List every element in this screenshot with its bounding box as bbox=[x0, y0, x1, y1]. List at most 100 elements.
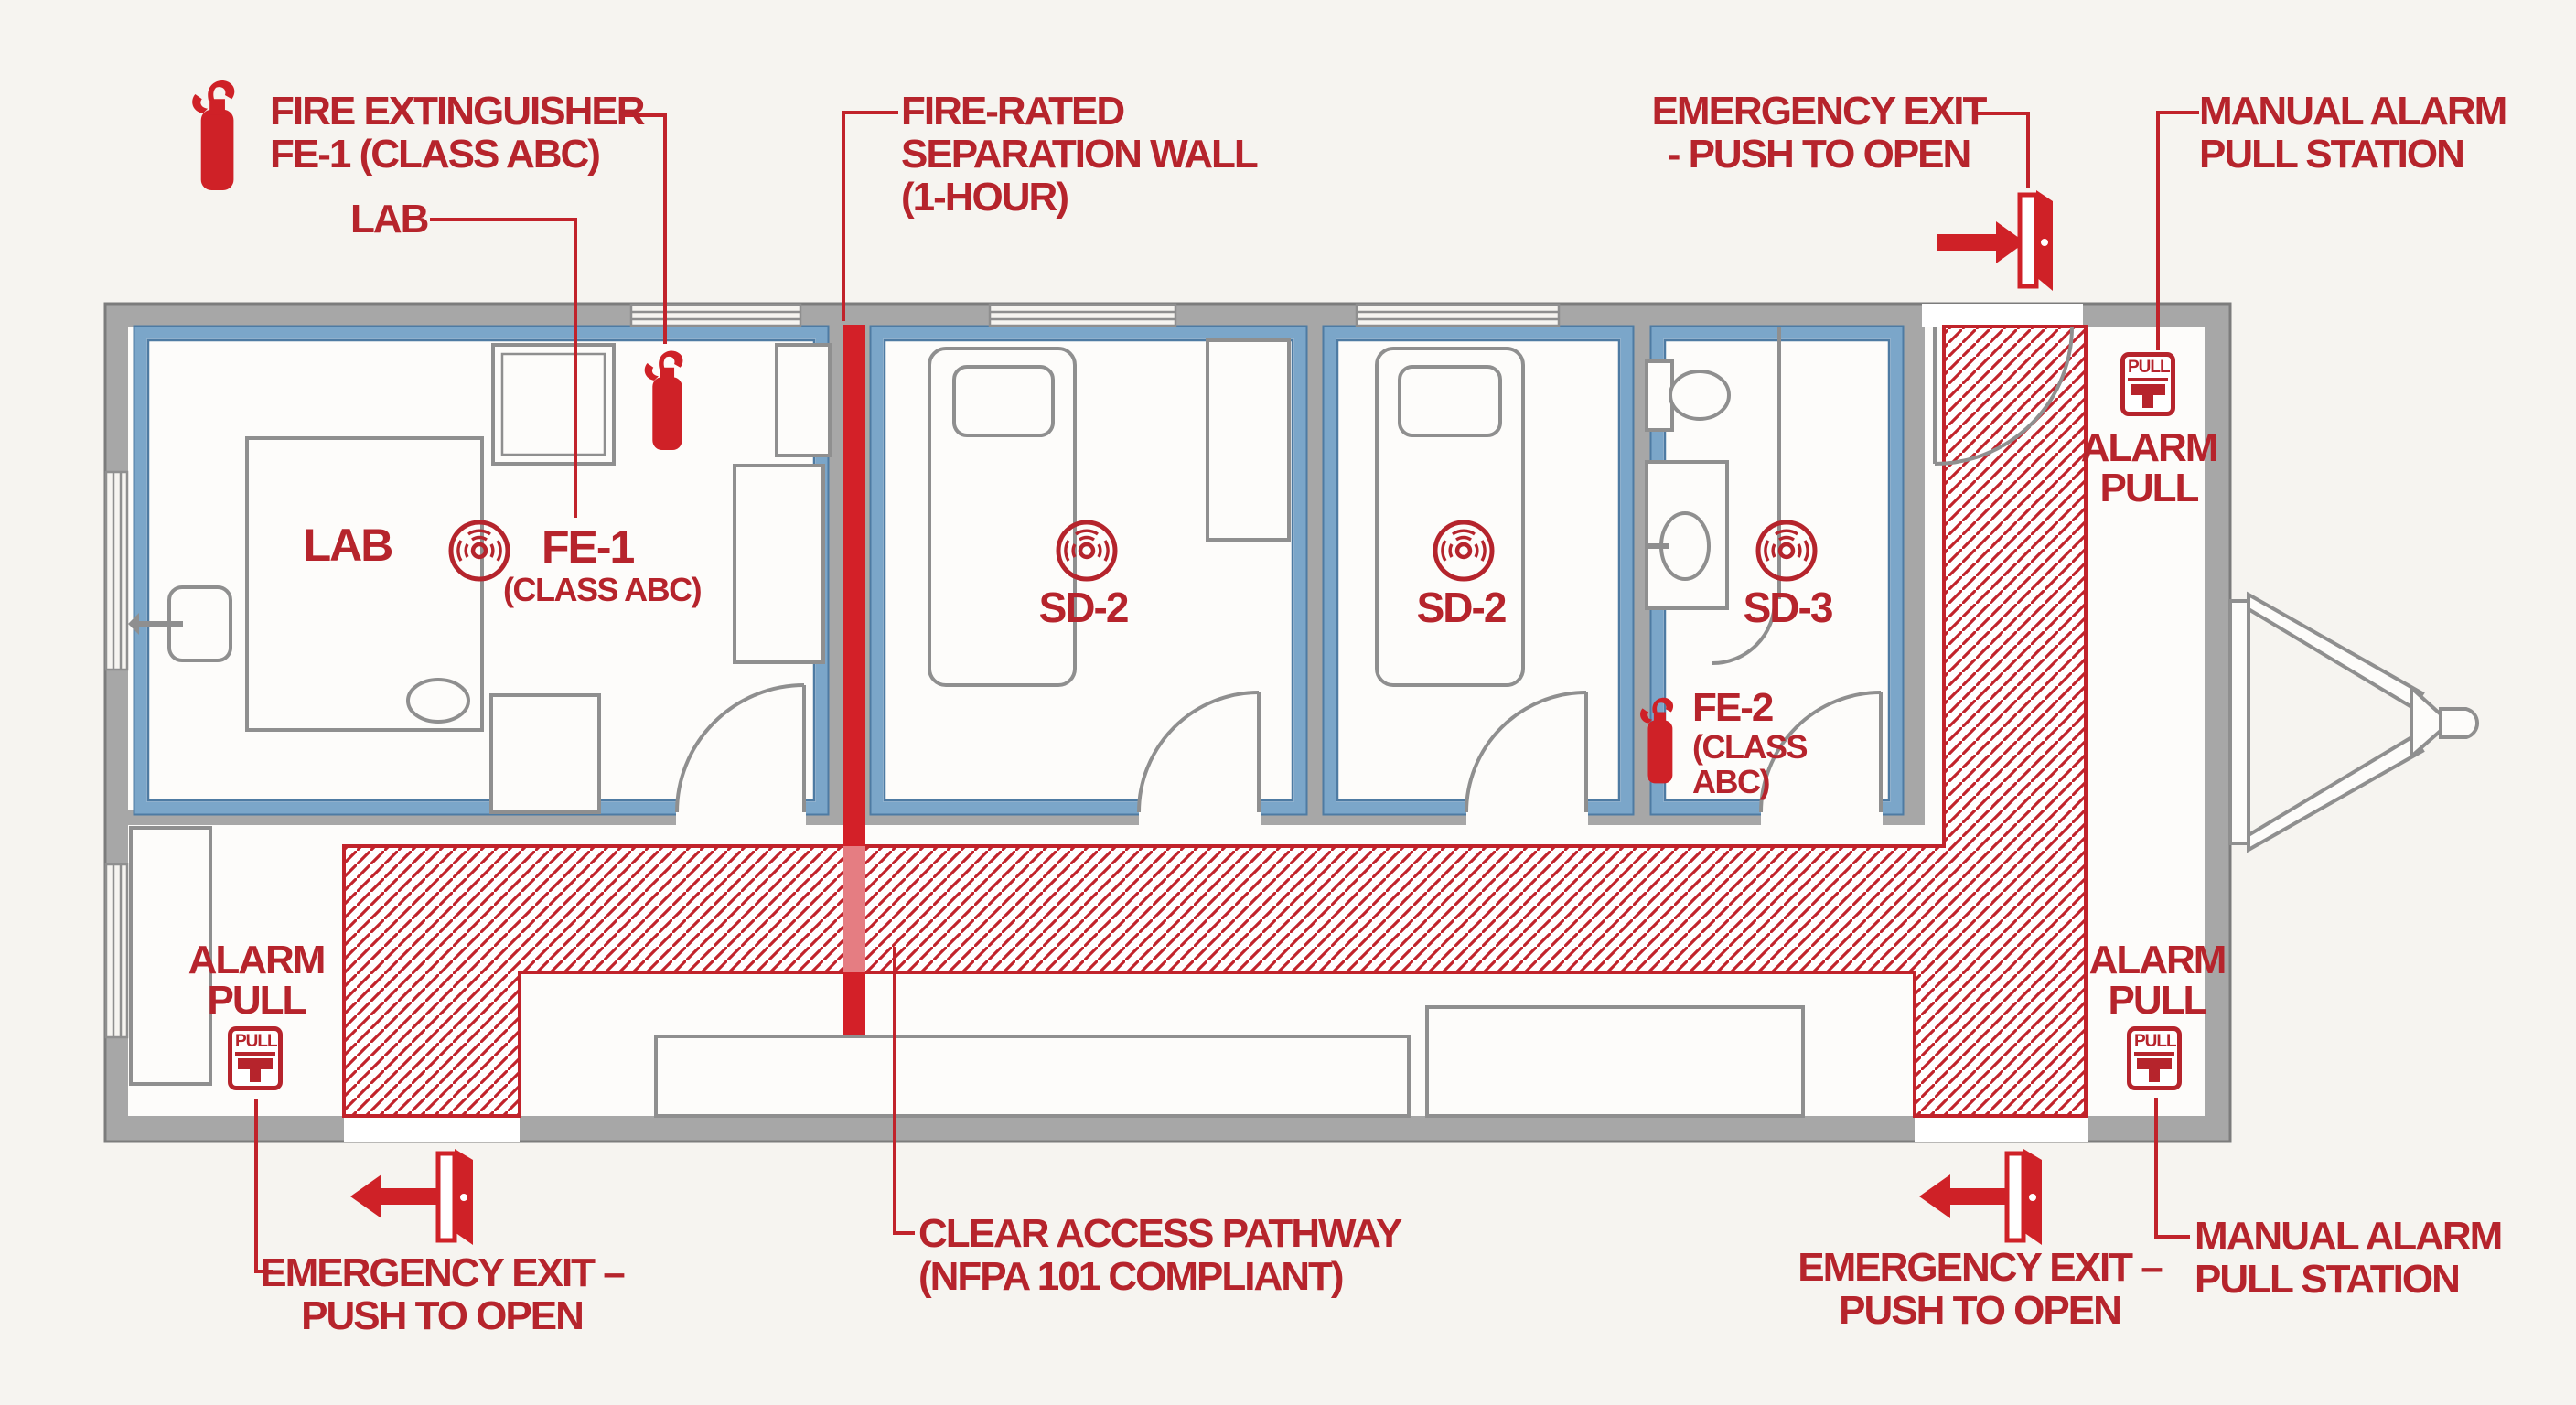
pull-station-label: PULL bbox=[2128, 358, 2171, 381]
leader-lab bbox=[430, 218, 577, 518]
alarm-pull-label-bottom-right: ALARM PULL bbox=[2088, 938, 2227, 1021]
callout-line: EMERGENCY EXIT – bbox=[1798, 1245, 2163, 1290]
leader-fire-wall bbox=[842, 111, 898, 321]
emergency-exit-top-callout: EMERGENCY EXIT - PUSH TO OPEN bbox=[1651, 89, 1988, 177]
fe1-label: FE-1 bbox=[542, 521, 635, 573]
callout-line: (1-HOUR) bbox=[901, 175, 1069, 220]
door-bed2 bbox=[1465, 691, 1588, 813]
callout-line: SEPARATION WALL bbox=[901, 132, 1259, 177]
callout-line: PUSH TO OPEN bbox=[1839, 1288, 2122, 1334]
callout-line: FE-1 (CLASS ABC) bbox=[270, 132, 601, 177]
callout-line: ALARM bbox=[2080, 425, 2219, 470]
callout-line: FIRE-RATED bbox=[901, 89, 1125, 134]
callout-line: PULL bbox=[207, 978, 307, 1023]
pull-handle-stem bbox=[250, 1068, 261, 1082]
exit-openings bbox=[344, 304, 2088, 1142]
emergency-exit-door-icon-bottom-right bbox=[1919, 1149, 2042, 1245]
emergency-exit-bottom-right-callout: EMERGENCY EXIT – PUSH TO OPEN bbox=[1798, 1245, 2163, 1334]
toilet-tank bbox=[1645, 359, 1674, 432]
corridor-bench-1 bbox=[654, 1035, 1411, 1118]
pillow-2 bbox=[1398, 365, 1502, 437]
callout-line: PUSH TO OPEN bbox=[301, 1293, 585, 1339]
hitch-coupler bbox=[2439, 707, 2479, 739]
detector-tag: SD-2 bbox=[1416, 584, 1508, 631]
fire-extinguisher-callout: FIRE EXTINGUISHER FE-1 (CLASS ABC) bbox=[270, 89, 645, 177]
lab-room-label: LAB bbox=[303, 520, 394, 571]
callout-line: - PUSH TO OPEN bbox=[1667, 132, 1972, 177]
leader-lines bbox=[254, 111, 2199, 1273]
lab-cabinet-top bbox=[491, 343, 616, 466]
lab-faucet bbox=[128, 613, 139, 635]
room-name: LAB bbox=[303, 520, 394, 571]
door-lab bbox=[675, 683, 806, 813]
equip-class: ABC) bbox=[1692, 762, 1770, 800]
manual-alarm-top-callout: MANUAL ALARM PULL STATION bbox=[2199, 89, 2507, 177]
pull-station-label: PULL bbox=[2134, 1032, 2177, 1056]
callout-line: PULL STATION bbox=[2195, 1257, 2461, 1303]
toilet-bowl bbox=[1669, 370, 1731, 421]
door-bed1 bbox=[1137, 691, 1261, 813]
leader-clear-path bbox=[893, 947, 915, 1235]
callout-line: MANUAL ALARM bbox=[2199, 89, 2507, 134]
pull-station-label: PULL bbox=[235, 1032, 278, 1056]
callout-line: MANUAL ALARM bbox=[2195, 1214, 2503, 1259]
sd2-label-room1: SD-2 bbox=[1038, 584, 1130, 631]
equip-class: (CLASS ABC) bbox=[503, 571, 703, 608]
corridor-bench-2 bbox=[1425, 1005, 1805, 1118]
lab-stool bbox=[406, 678, 470, 724]
trailer-hitch bbox=[2228, 591, 2479, 853]
lab-callout: LAB bbox=[350, 197, 429, 241]
leader-manual-top bbox=[2156, 111, 2199, 350]
window-top-1 bbox=[629, 303, 802, 327]
pull-handle-stem bbox=[2142, 394, 2153, 408]
lab-cabinet-narrow bbox=[775, 343, 832, 457]
windows bbox=[104, 303, 1561, 1039]
callout-line: ALARM bbox=[188, 938, 327, 982]
door-sd3 bbox=[1759, 691, 1883, 813]
pillow-1 bbox=[952, 365, 1055, 437]
pull-handle-stem bbox=[2149, 1068, 2160, 1082]
exit-opening-bottom-left bbox=[344, 1116, 520, 1142]
callout-line: PULL bbox=[2099, 466, 2200, 510]
doors bbox=[675, 326, 2074, 826]
emergency-exit-door-icon-top bbox=[1937, 190, 2053, 291]
callout-line: PULL STATION bbox=[2199, 132, 2465, 177]
exit-opening-bottom-right bbox=[1915, 1116, 2088, 1142]
callout-line: (NFPA 101 COMPLIANT) bbox=[918, 1254, 1345, 1300]
pull-handle-bar bbox=[2137, 1058, 2172, 1069]
sd2-label-room2: SD-2 bbox=[1416, 584, 1508, 631]
callout-line: ALARM bbox=[2088, 938, 2227, 982]
pull-handle-bar bbox=[2131, 384, 2165, 395]
equip-tag: FE-1 bbox=[542, 521, 635, 573]
clear-path-callout: CLEAR ACCESS PATHWAY (NFPA 101 COMPLIANT… bbox=[918, 1211, 1402, 1300]
furniture bbox=[128, 327, 1805, 1118]
fire-rated-separation-wall bbox=[843, 325, 865, 1118]
lab-desk bbox=[489, 693, 601, 814]
lab-cabinet-right bbox=[733, 464, 825, 664]
alarm-pull-station-icon-top-right: PULL bbox=[2120, 352, 2175, 416]
equip-tag: FE-2 bbox=[1692, 685, 1774, 730]
clear-access-pathway-hatch bbox=[342, 325, 2088, 1118]
fe2-label: FE-2 bbox=[1692, 685, 1774, 730]
door-top-exit bbox=[1933, 326, 2074, 466]
vestibule-closet bbox=[129, 826, 212, 1086]
detector-tag: SD-2 bbox=[1038, 584, 1130, 631]
callout-line: LAB bbox=[350, 197, 429, 241]
pull-handle-bar bbox=[238, 1058, 273, 1069]
exit-opening-top bbox=[1922, 304, 2083, 327]
bathroom-door-arc bbox=[1712, 600, 1776, 665]
window-top-2 bbox=[988, 303, 1177, 327]
callout-line: CLEAR ACCESS PATHWAY bbox=[918, 1211, 1402, 1256]
equip-class: (CLASS bbox=[1692, 728, 1809, 766]
window-left-2 bbox=[104, 863, 129, 1039]
emergency-exit-bottom-left-callout: EMERGENCY EXIT – PUSH TO OPEN bbox=[260, 1250, 626, 1339]
callout-line: FIRE EXTINGUISHER bbox=[270, 89, 645, 134]
sd3-label: SD-3 bbox=[1744, 585, 1834, 630]
fe2-class-label: (CLASS ABC) bbox=[1692, 728, 1809, 800]
fire-wall-callout: FIRE-RATED SEPARATION WALL (1-HOUR) bbox=[901, 89, 1259, 220]
wardrobe-1 bbox=[1206, 338, 1291, 542]
callout-line: EMERGENCY EXIT – bbox=[260, 1250, 626, 1295]
callout-line: EMERGENCY EXIT bbox=[1651, 89, 1988, 134]
window-top-3 bbox=[1355, 303, 1561, 327]
